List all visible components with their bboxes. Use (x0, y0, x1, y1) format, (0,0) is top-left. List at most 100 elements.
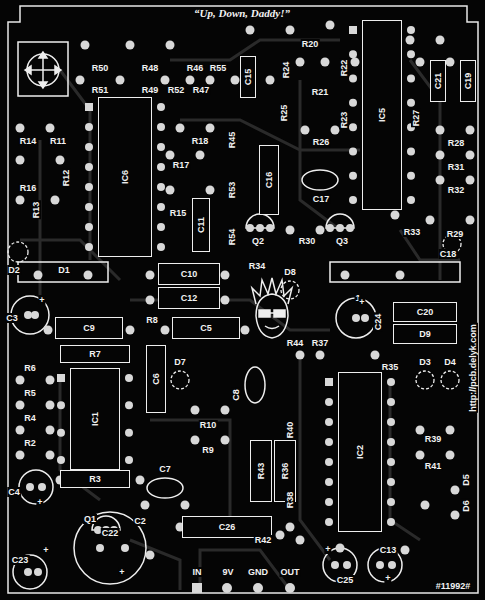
solder-pad (466, 216, 475, 225)
solder-pad (416, 58, 425, 67)
solder-pad (296, 351, 305, 360)
solder-pad (46, 376, 55, 385)
silkscreen-label: R20 (301, 39, 320, 49)
solder-pad (206, 76, 215, 85)
solder-pad (85, 183, 93, 191)
solder-pad (407, 172, 415, 180)
silkscreen-label: R12 (61, 169, 71, 188)
transistor-outlines (18, 170, 460, 530)
silkscreen-label: C18 (439, 249, 458, 259)
solder-pad (407, 196, 415, 204)
silkscreen-label: C13 (379, 545, 398, 555)
silkscreen-label: R55 (209, 63, 228, 73)
part-label: C19 (463, 73, 473, 90)
solder-pad (387, 438, 395, 446)
part-label: C21 (433, 73, 443, 90)
solder-pad (26, 483, 34, 491)
solder-pad (407, 147, 415, 155)
solder-pad (157, 203, 165, 211)
solder-pad (146, 271, 155, 280)
silkscreen-label: C23 (11, 555, 30, 565)
silkscreen-label: D5 (461, 473, 471, 487)
solder-pad (44, 326, 53, 335)
silkscreen-label: IN (192, 567, 203, 577)
solder-pad (31, 311, 39, 319)
silkscreen-label: http://pcb.delyk.com (468, 323, 478, 413)
solder-pad (326, 224, 334, 232)
solder-pad (116, 76, 125, 85)
solder-pad (387, 398, 395, 406)
silkscreen-label: R27 (411, 109, 421, 128)
part-label: C9 (83, 323, 95, 333)
solder-pad (387, 378, 395, 386)
solder-pad (416, 451, 425, 460)
led-outlines (8, 235, 461, 389)
solder-pad (391, 211, 400, 220)
solder-pad (161, 76, 170, 85)
silkscreen-label: D8 (283, 267, 297, 277)
solder-pad (436, 151, 445, 160)
silkscreen-label: R22 (339, 59, 349, 78)
polarity-mark: + (42, 545, 49, 555)
solder-pad (166, 41, 175, 50)
silkscreen-label: C25 (336, 575, 355, 585)
silkscreen-label: D1 (57, 265, 71, 275)
solder-pad (157, 103, 165, 111)
silkscreen-label: Q1 (83, 514, 97, 524)
solder-pad (46, 401, 55, 410)
solder-pad (451, 486, 460, 495)
polarity-mark: + (38, 295, 45, 305)
solder-pad (276, 531, 285, 540)
solder-pad (192, 583, 202, 593)
solder-pad (387, 458, 395, 466)
solder-pad (325, 478, 333, 486)
solder-pad (85, 103, 93, 111)
solder-pad (141, 501, 150, 510)
solder-pad (266, 224, 274, 232)
silkscreen-label: C3 (5, 313, 19, 323)
solder-pad (85, 223, 93, 231)
solder-pad (446, 426, 455, 435)
solder-pad (16, 451, 25, 460)
solder-pad (125, 456, 133, 464)
solder-pad (325, 378, 333, 386)
solder-pad (446, 58, 455, 67)
ic-outline: IC6 (98, 97, 152, 257)
silkscreen-label: R48 (141, 63, 160, 73)
part-label: IC5 (377, 108, 387, 122)
ic-outline: IC5 (362, 20, 402, 210)
capacitor-box: C15 (240, 56, 256, 98)
solder-pad (407, 75, 415, 83)
solder-pad (157, 183, 165, 191)
solder-pad (316, 351, 325, 360)
solder-pad (34, 568, 42, 576)
silkscreen-label: R11 (49, 136, 67, 146)
silkscreen-label: R15 (169, 208, 188, 218)
silkscreen-label: R29 (446, 229, 465, 239)
resistor-box: R3 (60, 470, 130, 488)
solder-pad (436, 36, 445, 45)
resistor-box: R7 (60, 345, 130, 363)
solder-pad (361, 314, 369, 322)
silkscreen-label: D2 (7, 265, 21, 275)
silkscreen-label: R35 (381, 362, 400, 372)
silkscreen-label: R53 (227, 181, 237, 200)
solder-pad (336, 224, 344, 232)
part-label: R36 (280, 463, 290, 480)
resistor-box: R43 (250, 440, 272, 502)
solder-pad (51, 196, 60, 205)
solder-pad (196, 151, 205, 160)
part-label: IC6 (120, 170, 130, 184)
silkscreen-label: R34 (248, 261, 267, 271)
solder-pad (421, 501, 430, 510)
silkscreen-label: C7 (158, 464, 172, 474)
silkscreen-label: R37 (311, 338, 330, 348)
silkscreen-label: C8 (231, 388, 241, 402)
solder-pad (426, 216, 435, 225)
board-outline (8, 6, 478, 593)
silkscreen-label: R10 (199, 420, 218, 430)
solder-pad (349, 123, 357, 131)
solder-pad (343, 561, 351, 569)
polarity-mark: + (36, 497, 43, 507)
